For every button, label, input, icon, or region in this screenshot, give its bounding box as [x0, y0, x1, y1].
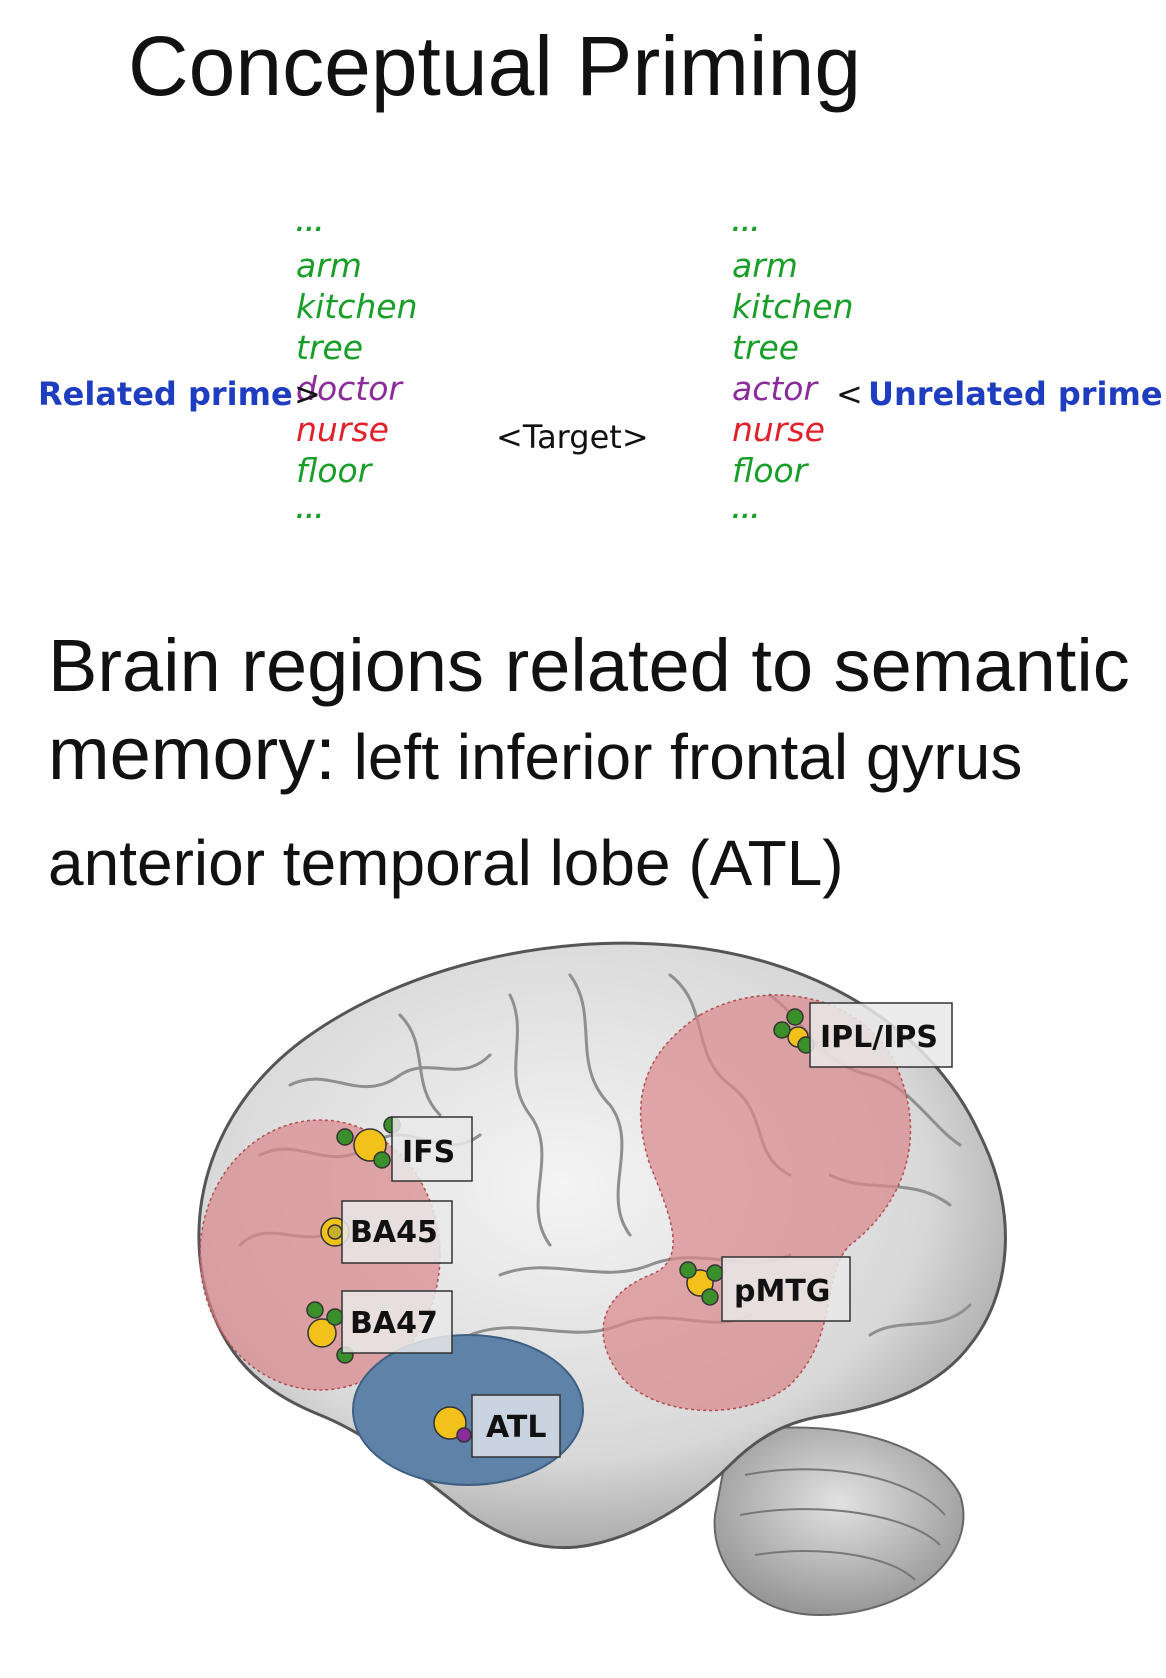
word-target-nurse: nurse [732, 410, 825, 449]
word-tree: tree [732, 328, 800, 367]
word-arm: arm [732, 246, 798, 285]
word-floor: floor [732, 451, 808, 490]
word-unrelated-prime: actor [732, 369, 818, 408]
word-related-prime: doctor [296, 369, 402, 408]
heading-line2a: memory: [48, 712, 336, 795]
word-target-nurse: nurse [296, 410, 389, 449]
ipl-ips-label: IPL/IPS [820, 1020, 938, 1055]
atl-label-box [471, 1394, 561, 1458]
temporoparietal-region [602, 994, 912, 1412]
ba47-label-box [341, 1290, 453, 1354]
related-word-list: ... arm kitchen tree doctor nurse floor … [296, 204, 418, 532]
unrelated-word-list: ... arm kitchen tree actor nurse floor .… [732, 204, 854, 532]
word-kitchen: kitchen [732, 287, 854, 326]
unrelated-prime-label: Unrelated prime [868, 375, 1163, 413]
target-label: <Target> [496, 418, 649, 456]
brain-regions-heading: Brain regions related to semantic memory… [48, 622, 1130, 907]
word-tree: tree [296, 328, 364, 367]
unrelated-arrow: < [836, 375, 863, 413]
heading-line2b: left inferior frontal gyrus [335, 721, 1023, 793]
slide-title: Conceptual Priming [128, 19, 862, 113]
related-arrow: > [294, 375, 321, 413]
word-kitchen: kitchen [296, 287, 418, 326]
brain-illustration: IFS BA45 BA47 ATL IPL/IPS pMTG [197, 941, 1007, 1617]
heading-line1: Brain regions related to semantic [48, 624, 1130, 707]
heading-line3: anterior temporal lobe (ATL) [48, 827, 844, 899]
ellipsis-top: ... [296, 212, 325, 237]
pmtg-label-box [721, 1256, 851, 1322]
word-floor: floor [296, 451, 372, 490]
ellipsis-bottom: ... [732, 499, 761, 524]
ifs-label: IFS [402, 1135, 455, 1170]
ba45-label: BA45 [350, 1215, 438, 1250]
ellipsis-top: ... [732, 212, 761, 237]
cerebellum [713, 1426, 965, 1617]
related-prime-label: Related prime [38, 375, 293, 413]
ipl-ips-label-box [809, 1002, 953, 1068]
pmtg-label: pMTG [734, 1274, 830, 1309]
ba45-label-box [341, 1200, 453, 1264]
ellipsis-bottom: ... [296, 499, 325, 524]
ifs-label-box [391, 1116, 473, 1182]
word-arm: arm [296, 246, 362, 285]
atl-label: ATL [486, 1410, 546, 1445]
ba47-label: BA47 [350, 1306, 438, 1341]
